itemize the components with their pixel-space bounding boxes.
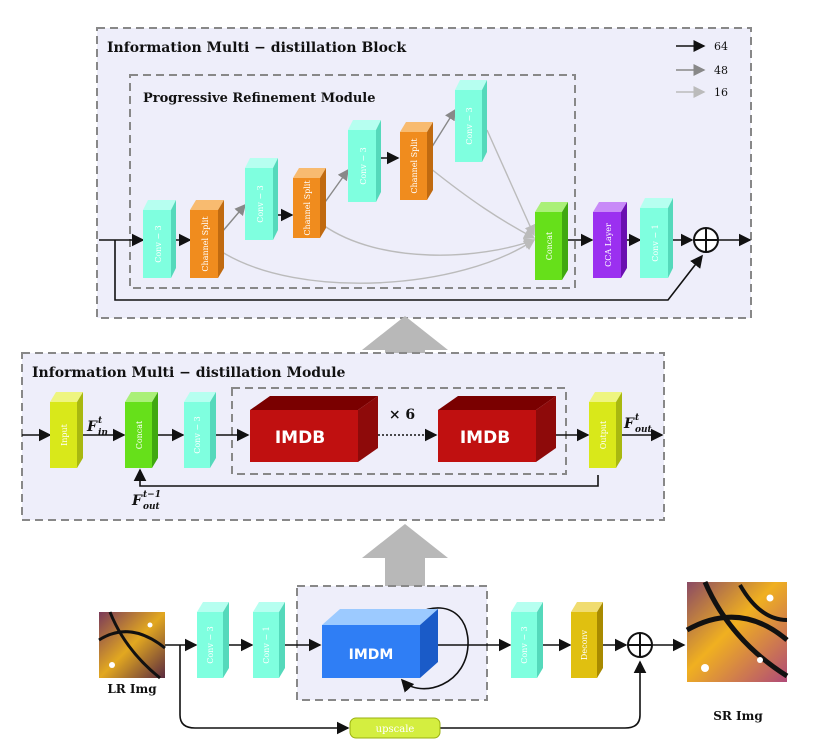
imdb-add-icon bbox=[693, 227, 719, 253]
label-f-in: F t in bbox=[86, 416, 108, 438]
prm-frame bbox=[129, 74, 576, 289]
imdm-conv-block: Conv − 3 bbox=[184, 392, 216, 468]
legend-label-16: 16 bbox=[714, 86, 728, 99]
imdb-conv5-block: Conv − 1 bbox=[640, 198, 673, 278]
svg-text:in: in bbox=[98, 428, 108, 438]
net-add-icon bbox=[627, 632, 653, 658]
imdb-block-1-label: IMDB bbox=[275, 428, 325, 448]
imdb-concat-label: Concat bbox=[545, 231, 554, 260]
imdm-concat-label: Concat bbox=[135, 420, 144, 449]
imdb-split1-label: Channel Split bbox=[201, 216, 210, 272]
svg-text:out: out bbox=[143, 502, 161, 512]
imdb-conv3-label: Conv − 3 bbox=[359, 147, 368, 185]
imdb-conv4-label: Conv − 3 bbox=[465, 107, 474, 145]
imdb-split2-block: Channel Split bbox=[293, 168, 326, 238]
upscale-block: upscale bbox=[349, 717, 441, 739]
imdb-conv5-label: Conv − 1 bbox=[651, 224, 660, 262]
prm-title: Progressive Refinement Module bbox=[143, 91, 376, 106]
arrow-split1-conv2 bbox=[221, 203, 246, 233]
upscale-label: upscale bbox=[376, 724, 415, 735]
imdm-concat-block: Concat bbox=[125, 392, 158, 468]
sr-image bbox=[685, 581, 789, 682]
svg-text:F: F bbox=[131, 493, 143, 509]
imdb-concat-block: Concat bbox=[535, 202, 568, 280]
arrow-split1-concat bbox=[221, 239, 536, 284]
feedback-arrow bbox=[133, 468, 599, 487]
imdb-cca-block: CCA Layer bbox=[593, 202, 627, 278]
imdm-output-label: Output bbox=[599, 420, 608, 449]
label-f-out: F t out bbox=[623, 413, 653, 435]
deconv-label: Deconv bbox=[580, 629, 589, 660]
arrow-conv4-concat bbox=[486, 129, 536, 237]
imdb-conv3-block: Conv − 3 bbox=[348, 120, 381, 202]
lr-label: LR Img bbox=[107, 682, 157, 696]
svg-text:t−1: t−1 bbox=[143, 490, 161, 500]
imdm-block: IMDM bbox=[322, 609, 438, 678]
imdb-conv1-block: Conv − 3 bbox=[143, 200, 176, 278]
imdm-panel: Information Multi − distillation Module … bbox=[21, 352, 665, 521]
imdb-split3-label: Channel Split bbox=[410, 138, 419, 194]
sr-label: SR Img bbox=[713, 709, 763, 723]
expand-arrow-lower bbox=[362, 524, 448, 598]
imdb-conv4-block: Conv − 3 bbox=[455, 80, 487, 162]
repeat-label: × 6 bbox=[389, 407, 415, 423]
svg-text:t: t bbox=[635, 413, 640, 423]
label-f-feedback: F t−1 out bbox=[131, 490, 161, 512]
imdb-stack-frame bbox=[231, 387, 567, 475]
lr-image bbox=[98, 611, 166, 680]
imdb-split1-block: Channel Split bbox=[190, 200, 224, 278]
svg-text:out: out bbox=[635, 425, 653, 435]
imdb-block-2: IMDB bbox=[438, 396, 556, 462]
upscale-in-arrow bbox=[179, 645, 350, 735]
network-row: LR Img SR Img Conv − 3 bbox=[98, 581, 789, 739]
net-conv1-block: Conv − 1 bbox=[253, 602, 285, 678]
net-conv3-block: Conv − 3 bbox=[197, 602, 229, 678]
arrow-split2-conv3 bbox=[322, 168, 349, 206]
arrow-split3-conv4 bbox=[429, 108, 456, 151]
imdb-panel: Information Multi − distillation Block 6… bbox=[96, 27, 752, 319]
imdb-split2-label: Channel Split bbox=[303, 180, 312, 236]
arrow-split3-concat bbox=[429, 167, 536, 239]
imdm-conv-label: Conv − 3 bbox=[193, 416, 202, 454]
net-conv1-label: Conv − 1 bbox=[262, 626, 271, 664]
deconv-block: Deconv bbox=[571, 602, 603, 678]
upscale-out-arrow bbox=[440, 660, 647, 729]
arrow-split2-concat bbox=[322, 224, 536, 256]
net-conv3b-block: Conv − 3 bbox=[511, 602, 543, 678]
imdb-conv2-label: Conv − 3 bbox=[256, 185, 265, 223]
imdb-split3-block: Channel Split bbox=[400, 122, 433, 200]
legend: 64 48 16 bbox=[676, 40, 728, 99]
imdb-conv1-label: Conv − 3 bbox=[154, 225, 163, 263]
imdb-block-1: IMDB bbox=[250, 396, 378, 462]
imdb-block-2-label: IMDB bbox=[460, 428, 510, 448]
svg-text:t: t bbox=[98, 416, 103, 426]
imdm-block-label: IMDM bbox=[349, 647, 394, 663]
imdb-cca-label: CCA Layer bbox=[604, 223, 613, 267]
imdm-panel-title: Information Multi − distillation Module bbox=[32, 365, 346, 381]
legend-label-48: 48 bbox=[714, 64, 728, 77]
imdb-panel-title: Information Multi − distillation Block bbox=[107, 40, 406, 56]
imdb-skip-arrow bbox=[114, 240, 703, 301]
svg-text:F: F bbox=[623, 416, 635, 432]
net-conv3b-label: Conv − 3 bbox=[520, 626, 529, 664]
svg-text:F: F bbox=[86, 419, 98, 435]
imdb-conv2-block: Conv − 3 bbox=[245, 158, 278, 240]
legend-label-64: 64 bbox=[714, 40, 728, 53]
net-conv3-label: Conv − 3 bbox=[206, 626, 215, 664]
imdm-input-label: Input bbox=[60, 423, 69, 446]
imdm-output-block: Output bbox=[589, 392, 622, 468]
imdm-input-block: Input bbox=[50, 392, 83, 468]
